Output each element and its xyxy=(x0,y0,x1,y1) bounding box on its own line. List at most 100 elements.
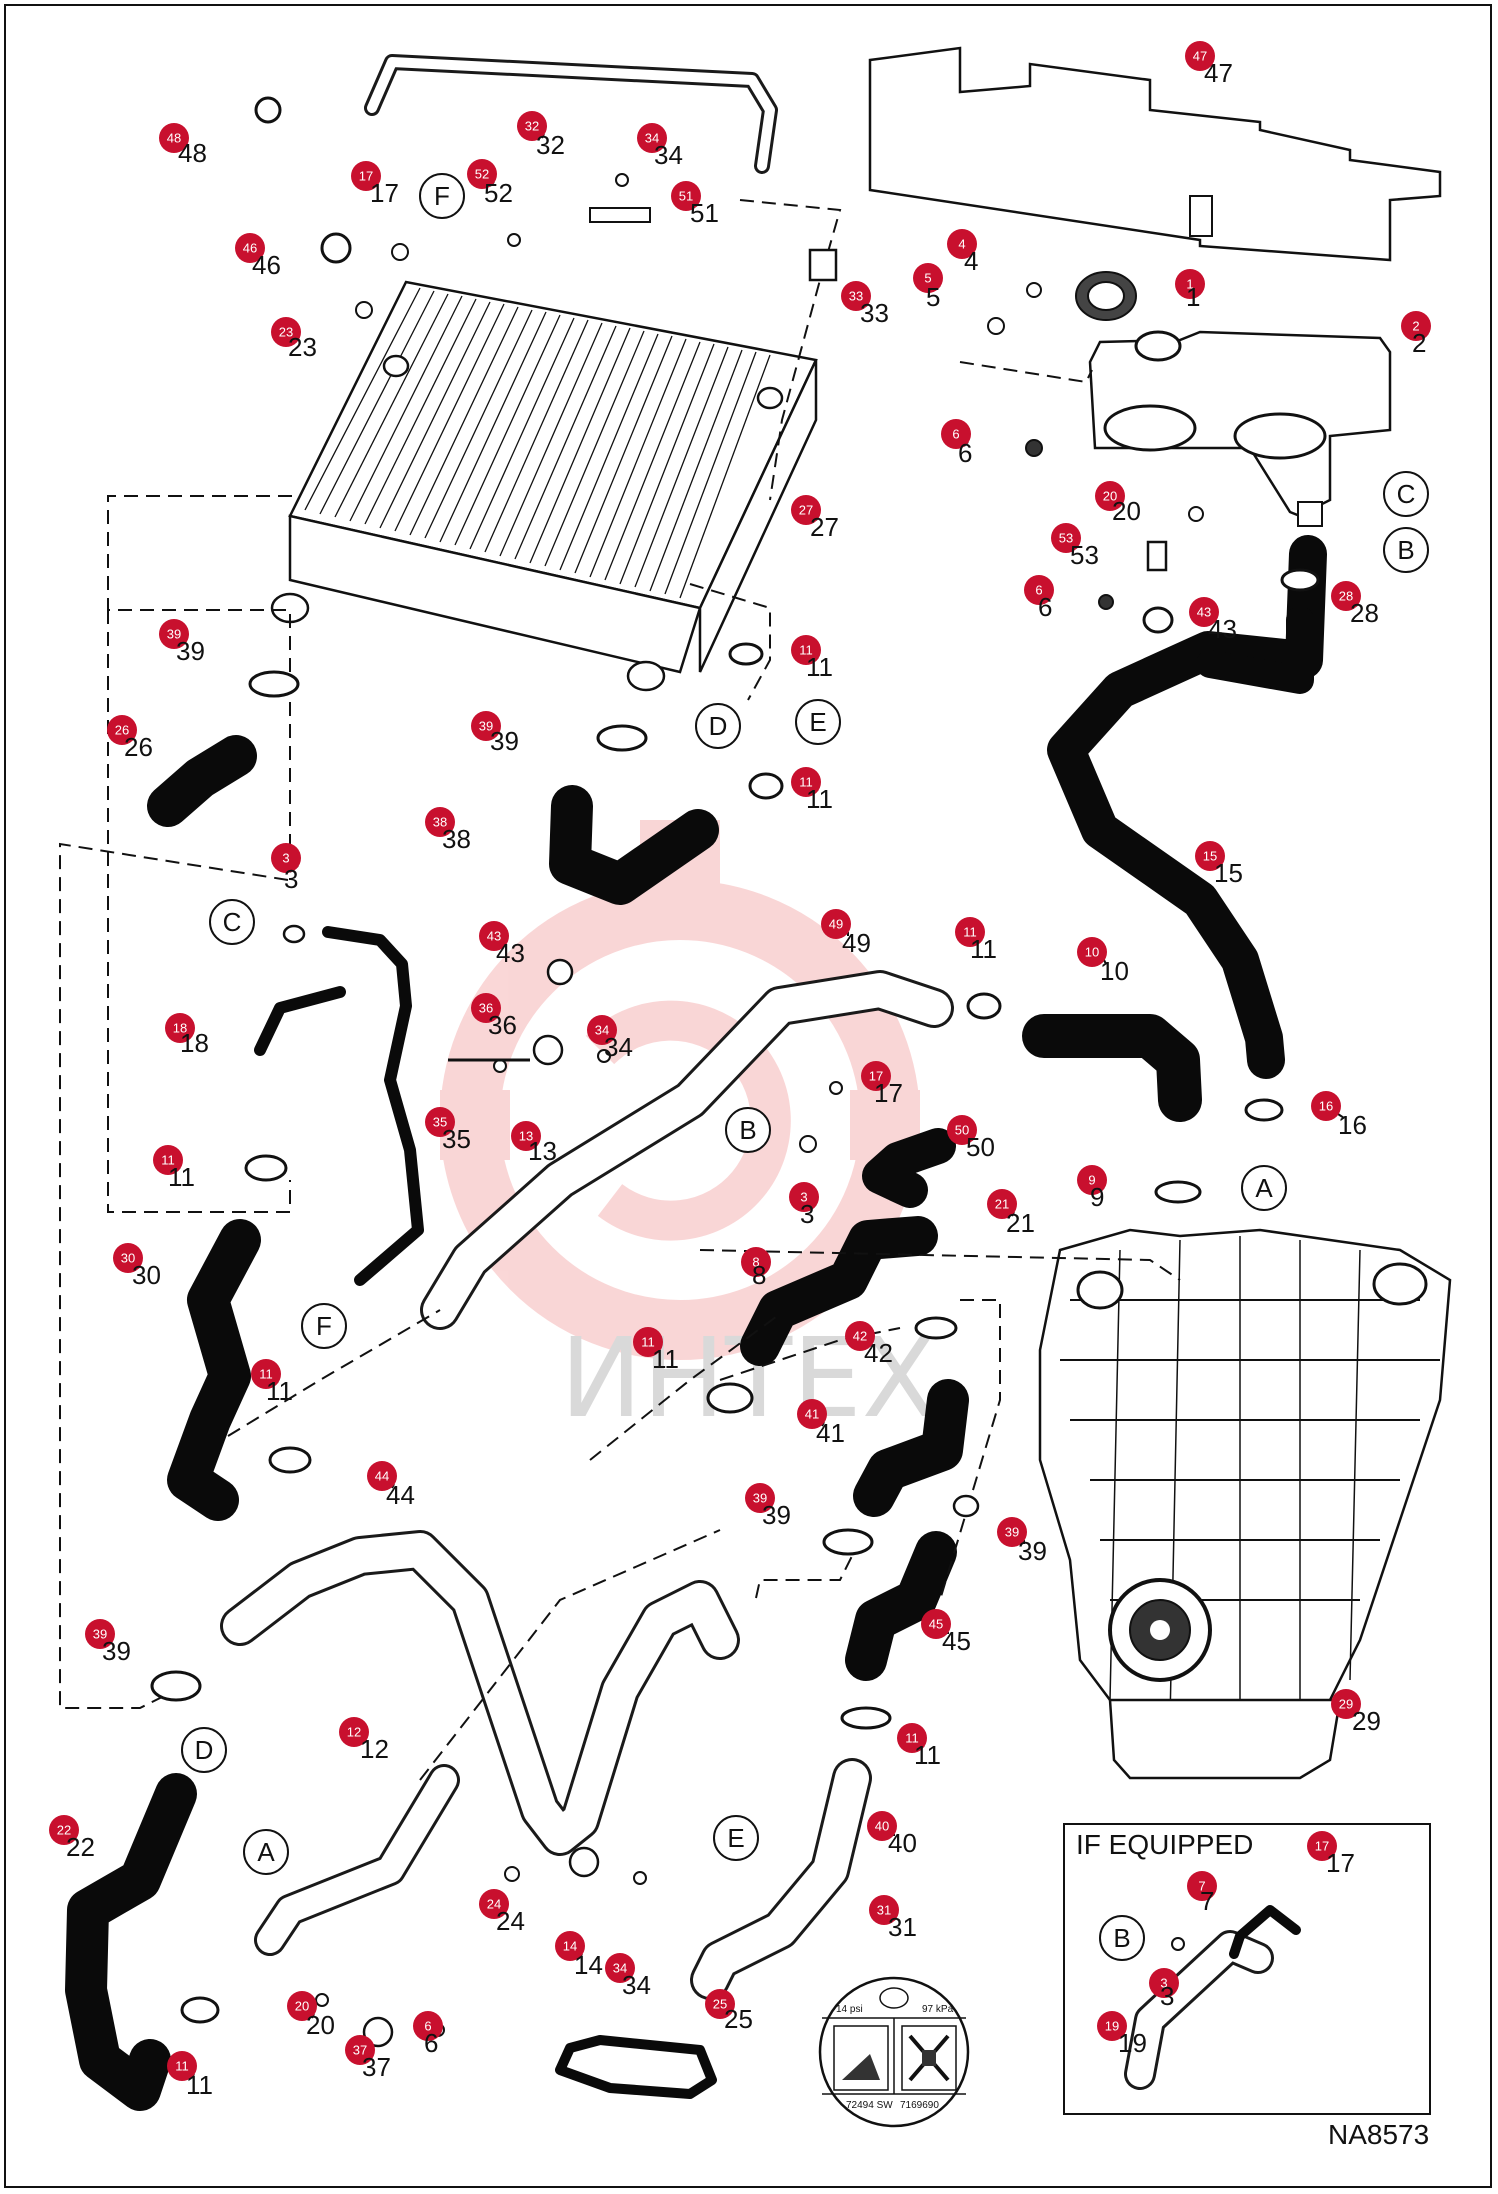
callout-badge xyxy=(271,843,301,873)
decal-code-right: 7169690 xyxy=(900,2100,939,2111)
reference-letter: E xyxy=(727,1823,744,1853)
reference-A: A xyxy=(243,1829,289,1875)
callout-part-number: 3 xyxy=(1160,1981,1174,2011)
callout-part-number: 6 xyxy=(1038,592,1052,622)
callout-badge-number: 39 xyxy=(167,627,181,642)
reference-letter: D xyxy=(195,1735,214,1765)
callout-badge xyxy=(997,1517,1027,1547)
callout-part-number: 41 xyxy=(816,1418,845,1448)
callout-badge-number: 12 xyxy=(347,1725,361,1740)
callout-badge xyxy=(1051,523,1081,553)
reference-letter: A xyxy=(257,1837,275,1867)
callout-badge xyxy=(947,1115,977,1145)
callout-badge-number: 11 xyxy=(161,1153,175,1168)
callout-part-number: 1 xyxy=(1186,282,1200,312)
callout-part-number: 11 xyxy=(970,934,997,964)
reference-circle xyxy=(181,1727,227,1773)
callout-badge-number: 20 xyxy=(1103,489,1117,504)
callout-part-number: 11 xyxy=(652,1344,679,1374)
callout-badge-number: 53 xyxy=(1059,531,1073,546)
reference-circle xyxy=(243,1829,289,1875)
callout-part-number: 21 xyxy=(1006,1208,1035,1238)
callout-badge xyxy=(845,1321,875,1351)
callout-badge-number: 3 xyxy=(800,1190,807,1205)
callout-6: 66 xyxy=(1024,575,1054,622)
engine-part-29 xyxy=(1038,1228,1452,1780)
callout-part-number: 39 xyxy=(102,1636,131,1666)
callout-badge-number: 21 xyxy=(995,1197,1009,1212)
callout-badge xyxy=(987,1189,1017,1219)
callout-part-number: 26 xyxy=(124,732,153,762)
callout-badge xyxy=(287,1991,317,2021)
callout-badge xyxy=(49,1815,79,1845)
callout-badge xyxy=(587,1015,617,1045)
callout-5: 55 xyxy=(913,263,943,312)
callout-part-number: 34 xyxy=(654,140,683,170)
reference-letter: B xyxy=(739,1115,756,1145)
callout-badge xyxy=(555,1931,585,1961)
rigid-pipes xyxy=(220,54,1274,2090)
callout-badge xyxy=(471,711,501,741)
callout-part-number: 9 xyxy=(1090,1182,1104,1212)
reference-circle xyxy=(695,703,741,749)
callout-badge-number: 11 xyxy=(799,643,813,658)
callout-part-number: 2 xyxy=(1412,328,1426,358)
reference-circle xyxy=(209,899,255,945)
callout-badge xyxy=(671,181,701,211)
expansion-tank-part-2 xyxy=(1088,330,1392,527)
callout-badge-number: 32 xyxy=(525,119,539,134)
callout-part-number: 28 xyxy=(1350,598,1379,628)
callout-badge xyxy=(1401,311,1431,341)
callout-part-number: 42 xyxy=(864,1338,893,1368)
callout-part-number: 50 xyxy=(966,1132,995,1162)
callout-badge-number: 27 xyxy=(799,503,813,518)
callout-badge-number: 33 xyxy=(849,289,863,304)
callout-badge xyxy=(791,495,821,525)
callout-part-number: 43 xyxy=(1208,614,1237,644)
reference-F: F xyxy=(419,173,465,219)
callout-badge-number: 11 xyxy=(905,1731,919,1746)
callout-badge-number: 6 xyxy=(952,427,959,442)
callout-part-number: 43 xyxy=(496,938,525,968)
shield-part-47 xyxy=(868,46,1442,262)
callout-badge xyxy=(741,1247,771,1277)
callout-badge xyxy=(107,715,137,745)
reference-B: B xyxy=(1099,1915,1145,1961)
optional-equipment-box xyxy=(1063,1823,1431,2115)
callout-badge-number: 39 xyxy=(1005,1525,1019,1540)
callout-part-number: 32 xyxy=(536,130,565,160)
callout-badge-number: 41 xyxy=(805,1407,819,1422)
callout-badge-number: 13 xyxy=(519,1129,533,1144)
callout-part-number: 5 xyxy=(926,282,940,312)
callout-part-number: 15 xyxy=(1214,858,1243,888)
callout-part-number: 6 xyxy=(424,2028,438,2058)
callout-badge-number: 8 xyxy=(752,1255,759,1270)
callout-part-number: 51 xyxy=(690,198,719,228)
radiator-cap-part-1 xyxy=(1075,271,1137,321)
callout-badge-number: 39 xyxy=(479,719,493,734)
callout-part-number: 17 xyxy=(874,1078,903,1108)
callout-badge-number: 25 xyxy=(713,1997,727,2012)
optional-equipment-label: IF EQUIPPED xyxy=(1076,1829,1253,1860)
callout-part-number: 19 xyxy=(1118,2028,1147,2058)
callout-badge-number: 11 xyxy=(963,925,977,940)
